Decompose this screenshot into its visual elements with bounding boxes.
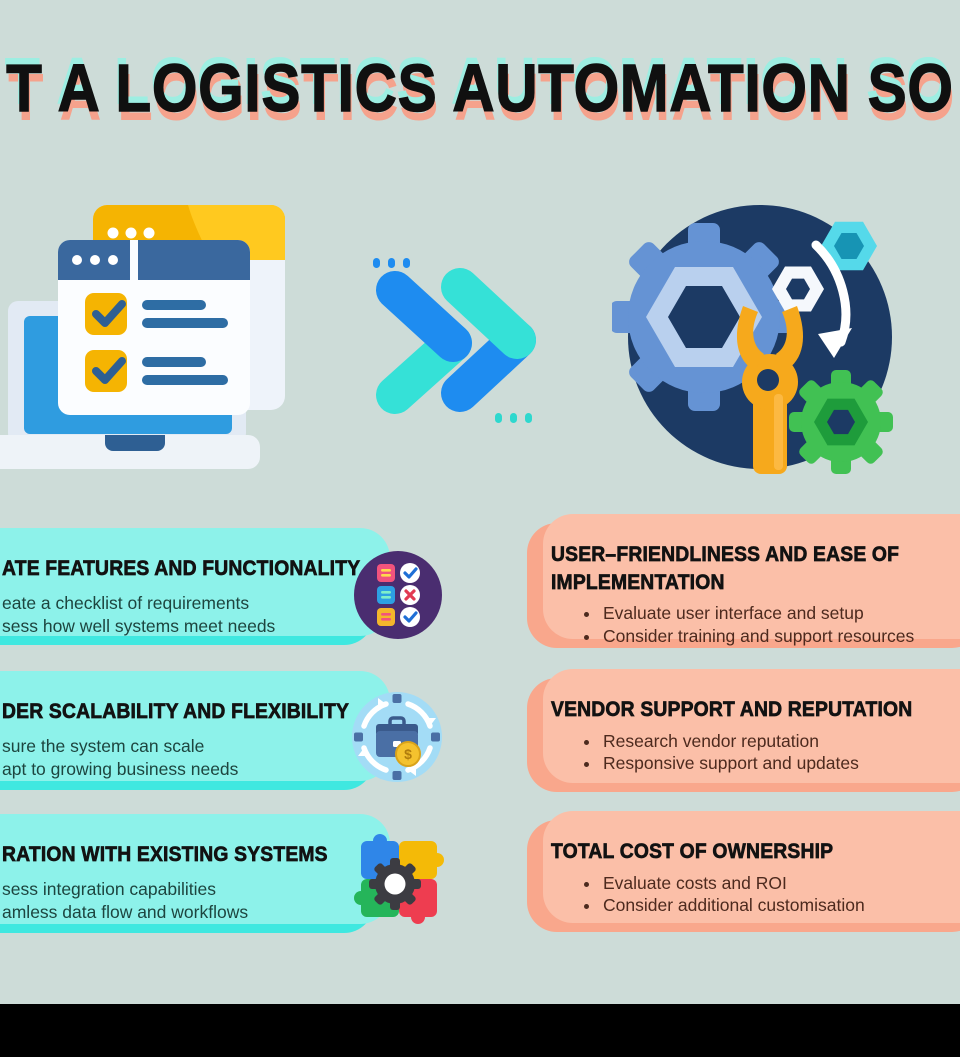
card-line: sess how well systems meet needs [2,615,276,636]
laptop-notch [105,435,165,451]
bullet-list: Research vendor reputation Responsive su… [551,730,958,775]
puzzle-gears-icon [354,834,444,924]
big-gear [612,223,798,411]
bullet-item: Evaluate costs and ROI [601,872,958,895]
card-scalability-flexibility: DER SCALABILITY AND FLEXIBILITY sure the… [0,680,374,790]
footer-bar [0,1004,960,1057]
wrench [736,306,804,474]
checklist-row-2 [85,350,228,392]
front-window-header-tab [138,240,250,280]
dots-top-left [373,258,410,268]
white-hex-nut [772,266,824,312]
bullet-list: Evaluate user interface and setup Consid… [551,602,958,647]
page-title: T A LOGISTICS AUTOMATION SO [6,54,954,122]
green-gear [789,370,893,474]
card-line: amless data flow and workflows [2,901,249,922]
card-integration-systems: RATION WITH EXISTING SYSTEMS sess integr… [0,823,374,933]
chevron-2 [441,268,536,412]
card-line: sess integration capabilities [2,878,217,899]
check-row-2 [377,585,420,605]
front-window-dots [72,255,118,265]
curved-arrow-head [818,328,852,358]
checklist-row-1 [85,293,228,335]
card-title: ATE FEATURES AND FUNCTIONALITY [2,557,361,581]
card-title: TOTAL COST OF OWNERSHIP [551,840,834,864]
briefcase-sync-icon: $ [352,692,442,782]
laptop-base [0,435,260,469]
dots-bottom-right [495,413,532,423]
browser-checklist-laptop-illustration [0,205,285,469]
bullet-item: Consider additional customisation [601,894,958,917]
page-title-text: T A LOGISTICS AUTOMATION SO [6,51,954,126]
double-chevron-forward-arrows [373,258,536,423]
bullet-list: Evaluate costs and ROI Consider addition… [551,872,958,917]
chevron-1 [376,271,472,414]
bullet-item: Evaluate user interface and setup [601,602,958,625]
bullet-item: Research vendor reputation [601,730,958,753]
sync-arrowheads [358,698,436,776]
cyan-hex-nut [821,221,877,271]
card-line: sure the system can scale [2,735,205,756]
back-window-dots [107,227,155,239]
sync-squares [354,694,440,780]
card-title: DER SCALABILITY AND FLEXIBILITY [2,700,350,724]
bullet-item: Responsive support and updates [601,752,958,775]
card-title: USER–FRIENDLINESS AND EASE OF IMPLEMENTA… [551,543,900,594]
svg-text:$: $ [404,746,412,762]
card-vendor-support: VENDOR SUPPORT AND REPUTATION Research v… [527,678,960,792]
bullet-item: Consider training and support resources [601,625,958,648]
card-features-functionality: ATE FEATURES AND FUNCTIONALITY eate a ch… [0,537,374,645]
card-title: VENDOR SUPPORT AND REPUTATION [551,698,913,722]
check-row-3 [377,607,420,627]
card-title: RATION WITH EXISTING SYSTEMS [2,843,328,867]
dollar-coin: $ [395,741,421,767]
automation-gears-wrench-illustration [612,205,893,474]
task-status-checklist-icon [354,551,442,639]
check-row-1 [377,563,420,583]
card-line: apt to growing business needs [2,758,239,779]
card-total-cost: TOTAL COST OF OWNERSHIP Evaluate costs a… [527,820,960,932]
dark-gear [369,858,421,910]
card-user-friendliness: USER–FRIENDLINESS AND EASE OF IMPLEMENTA… [527,523,960,648]
card-line: eate a checklist of requirements [2,592,250,613]
